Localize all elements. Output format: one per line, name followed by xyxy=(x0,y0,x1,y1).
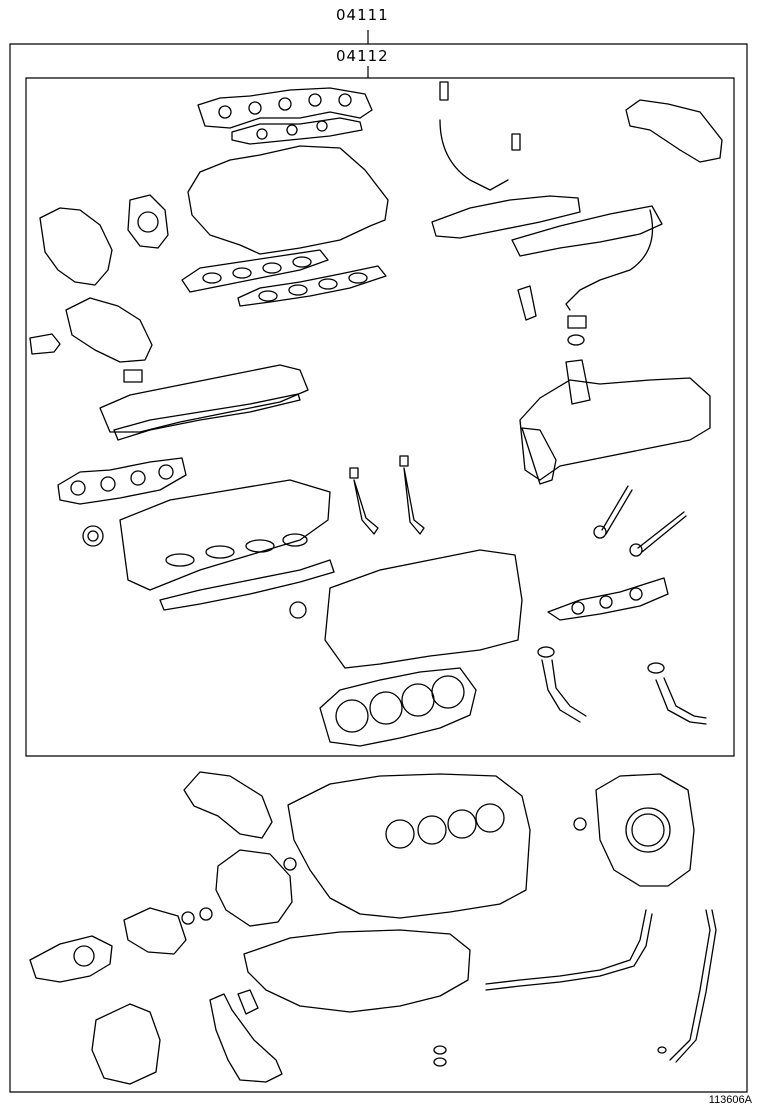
outer-kit-frame xyxy=(10,44,747,1092)
water-bypass-pipe xyxy=(440,82,520,190)
valve xyxy=(350,456,424,534)
spark-plug-tube xyxy=(602,486,632,534)
water-inlet-gasket xyxy=(432,196,580,238)
exhaust-manifold-gasket-right xyxy=(548,578,668,620)
oil-pump-gasket xyxy=(124,908,186,954)
illustration-code: 113606A xyxy=(708,1094,752,1106)
intake-manifold-gasket-lower xyxy=(182,250,386,306)
egr-pipe-gasket xyxy=(30,334,60,354)
oil-pan-gasket xyxy=(325,550,522,668)
intake-plenum-gasket xyxy=(188,146,388,254)
oil-cooler-pipe xyxy=(566,210,653,310)
oil-level-gauge-guide xyxy=(670,910,716,1062)
kit-label-04112: 04112 xyxy=(336,47,389,65)
oil-seal-mid xyxy=(290,602,306,618)
small-square-gasket xyxy=(124,370,142,382)
fuel-pipe xyxy=(512,206,662,256)
cylinder-block xyxy=(288,774,530,918)
oil-pipe-left xyxy=(542,660,586,722)
water-outlet xyxy=(626,100,722,162)
cylinder-head-gasket-left xyxy=(120,480,334,610)
kit-label-04111: 04111 xyxy=(336,6,389,24)
valve-cover xyxy=(520,378,710,480)
rear-oil-seal-retainer xyxy=(596,774,694,886)
water-pump xyxy=(216,850,292,926)
exhaust-manifold-gasket-left xyxy=(58,458,186,504)
oil-strainer xyxy=(210,994,282,1082)
timing-cover xyxy=(184,772,272,838)
egr-gasket xyxy=(66,298,152,362)
cylinder-head-gasket xyxy=(320,668,476,746)
front-oil-seal xyxy=(30,936,112,982)
oil-level-gauge xyxy=(486,910,652,990)
oil-pipe-right xyxy=(656,678,706,724)
intake-manifold-gasket-upper xyxy=(198,88,372,144)
oil-seal-left xyxy=(83,526,103,546)
inner-kit-frame xyxy=(26,78,734,756)
throttle-body-gasket xyxy=(128,195,168,248)
cylinder-head-cover-gasket-left xyxy=(100,365,308,432)
oil-pump-body xyxy=(92,1004,160,1084)
oil-pan xyxy=(244,930,470,1012)
water-outlet-gasket xyxy=(40,208,112,285)
